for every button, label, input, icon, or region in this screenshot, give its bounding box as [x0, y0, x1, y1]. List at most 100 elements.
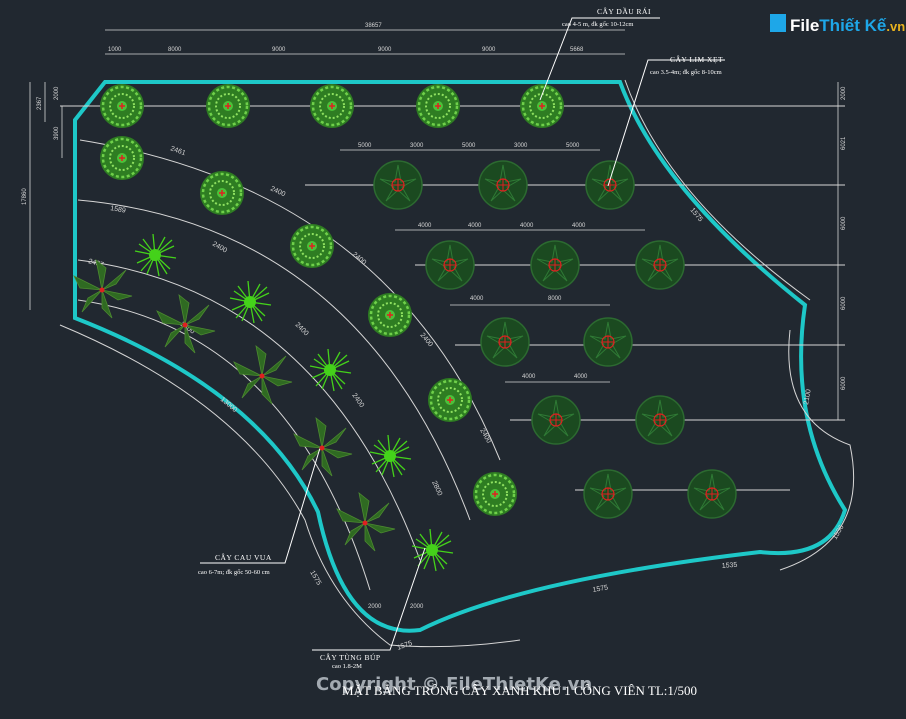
lim-xet-tree	[687, 469, 737, 519]
lim-xet-tree	[585, 160, 635, 210]
top-segment-dim: 8000	[168, 47, 182, 53]
svg-text:cao 4-5 m, đk gốc 10-12cm: cao 4-5 m, đk gốc 10-12cm	[562, 21, 633, 28]
tung-bup-shrub	[309, 348, 352, 392]
dau-rai-tree	[426, 376, 474, 424]
curve-dim: 2400	[351, 251, 368, 266]
curve-dim: 2400	[478, 428, 492, 445]
lim-xet-tree	[583, 317, 633, 367]
tree-center-marker	[182, 322, 188, 328]
label-cay-lim-xet: CÂY LIM XẸT cao 3.5-4m; đk gốc 8-10cm	[650, 54, 723, 76]
site-offset-line	[59, 79, 855, 648]
label-cay-dau-rai: CÂY DẦU RÁI cao 4-5 m, đk gốc 10-12cm	[562, 6, 650, 28]
right-dim: 6000	[841, 296, 847, 310]
dau-rai-tree	[308, 82, 356, 130]
row5-dim: 4000	[522, 374, 536, 380]
curve-dim: 13000	[219, 396, 238, 414]
tree-center-marker	[362, 520, 368, 526]
dau-rai-tree	[98, 82, 146, 130]
tung-bup-shrub	[369, 434, 412, 478]
svg-text:cao 6-7m; đk gốc 50-60 cm: cao 6-7m; đk gốc 50-60 cm	[198, 569, 270, 576]
dau-rai-tree	[471, 470, 519, 518]
left-dim: 2000	[54, 86, 60, 100]
site-boundary	[73, 80, 848, 633]
row3-dim: 4000	[468, 223, 482, 229]
row-dimensions: 5000 3000 5000 3000 5000 4000 4000 4000 4000 4000…	[358, 143, 588, 610]
curve-dim: 2400	[269, 185, 286, 198]
row4-dim: 8000	[548, 296, 562, 302]
row2-dim: 3000	[410, 143, 424, 149]
row3-dim: 4000	[572, 223, 586, 229]
row2-dim: 5000	[566, 143, 580, 149]
dau-rai-tree	[366, 291, 414, 339]
top-segment-dim: 5668	[570, 47, 584, 53]
curve-dim: 2400	[211, 241, 228, 255]
left-dim: 3900	[54, 126, 60, 140]
top-segment-dimensions: 1000 8000 9000 9000 9000 5668	[108, 47, 584, 53]
label-cay-tung-bup: CÂY TÙNG BÚP cao 1.8-2M	[320, 652, 381, 670]
lim-xet-tree	[583, 469, 633, 519]
row4-dim: 4000	[470, 296, 484, 302]
tree-center-marker	[259, 373, 265, 379]
svg-text:CÂY TÙNG BÚP: CÂY TÙNG BÚP	[320, 652, 381, 662]
curve-dim: 1589	[110, 205, 127, 215]
top-segment-dim: 9000	[272, 47, 286, 53]
svg-text:cao 1.8-2M: cao 1.8-2M	[332, 663, 362, 670]
curve-dim: 1575	[396, 640, 413, 652]
right-dim: 6021	[841, 136, 847, 150]
curve-dim: 2400	[294, 321, 310, 337]
copyright-watermark: Copyright © FileThietKe.vn	[316, 674, 592, 695]
row2-dim: 5000	[462, 143, 476, 149]
top-segment-dim: 9000	[378, 47, 392, 53]
row3-dim: 4000	[520, 223, 534, 229]
curve-dim: 2461	[169, 145, 186, 157]
dau-rai-tree	[518, 82, 566, 130]
tree-center-marker	[99, 287, 105, 293]
left-dim: 17860	[22, 188, 28, 205]
lim-xet-tree	[530, 240, 580, 290]
svg-text:cao 3.5-4m; đk gốc 8-10cm: cao 3.5-4m; đk gốc 8-10cm	[650, 69, 722, 76]
row3-dim: 4000	[418, 223, 432, 229]
row2-dim: 3000	[514, 143, 528, 149]
svg-text:FileThiết Kế.vn: FileThiết Kế.vn	[790, 16, 905, 35]
tree-center-markers	[99, 287, 368, 526]
curve-dim: 2400	[418, 332, 433, 349]
curve-dim: 2100	[803, 389, 813, 406]
lim-xet-tree	[635, 395, 685, 445]
dau-rai-tree	[414, 82, 462, 130]
top-segment-dim: 1000	[108, 47, 122, 53]
curve-dim: 1535	[722, 562, 738, 570]
svg-text:CÂY LIM XẸT: CÂY LIM XẸT	[670, 54, 723, 64]
top-dimension-lines	[29, 29, 839, 420]
row5-dim: 4000	[574, 374, 588, 380]
top-total-dimension: 38657	[365, 23, 382, 29]
top-segment-dim: 9000	[482, 47, 496, 53]
tung-bup-shrub	[411, 528, 454, 572]
lim-xet-tree	[425, 240, 475, 290]
logo-mark-icon	[770, 14, 786, 32]
curve-dim: 1536	[832, 524, 846, 541]
lim-xet-tree	[373, 160, 423, 210]
curve-dim: 1575	[592, 584, 609, 594]
dau-rai-tree	[288, 222, 336, 270]
filethietke-logo: FileThiết Kế.vn	[770, 14, 905, 35]
planting-row-lines	[60, 105, 845, 491]
lim-xet-tree	[480, 317, 530, 367]
svg-text:CÂY CAU VUA: CÂY CAU VUA	[215, 552, 272, 562]
curve-dim: 2437	[87, 258, 104, 269]
tung-bup-shrub	[229, 280, 272, 324]
row2-dim: 5000	[358, 143, 372, 149]
lim-xet-tree	[478, 160, 528, 210]
curve-dim: 2400	[350, 392, 365, 409]
drawing-title: MẶT BẰNG TRỒNG CÂY XANH KHU 1 CÔNG VIÊN …	[342, 683, 697, 698]
label-cay-cau-vua: CÂY CAU VUA cao 6-7m; đk gốc 50-60 cm	[198, 552, 272, 576]
lim-xet-tree	[531, 395, 581, 445]
right-dim: 6000	[841, 376, 847, 390]
dau-rai-tree	[198, 169, 246, 217]
tung-bup-shrubs	[134, 233, 454, 572]
dau-rai-tree	[204, 82, 252, 130]
tung-bup-shrub	[134, 233, 177, 277]
bottom-dim: 2000	[368, 604, 382, 610]
